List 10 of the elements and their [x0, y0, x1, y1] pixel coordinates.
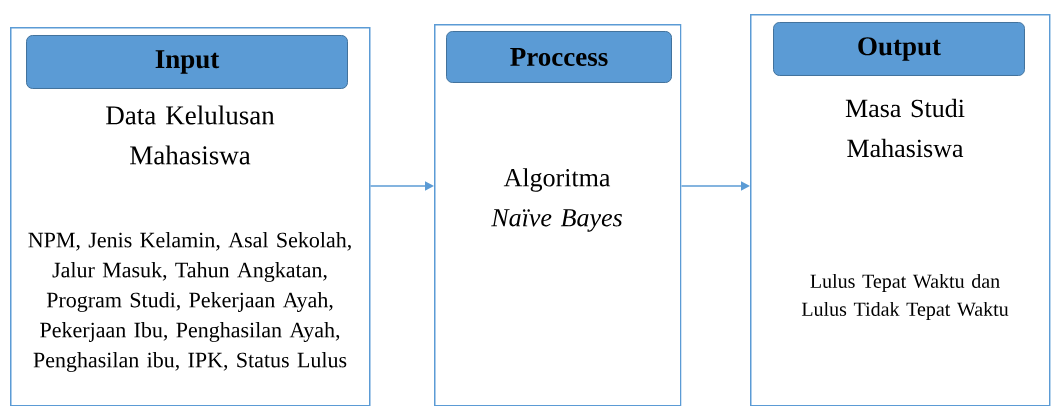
body-text: Algoritma Naïve Bayes	[491, 168, 622, 232]
heading-box: Proccess	[446, 31, 672, 83]
title-text: Data Kelulusan Mahasiswa	[106, 105, 275, 165]
body-text: Lulus Tepat Waktu dan Lulus Tidak Tepat Waktu	[801, 273, 1009, 321]
heading-box: Input	[26, 35, 348, 89]
title-text: Masa Studi Mahasiswa	[845, 98, 965, 158]
body-text: NPM, Jenis Kelamin, Asal Sekolah, Jalur Masuk, Tahun Angkatan, Program Studi, Pekerjaan Ayah, Pekerjaan Ibu, Penghasilan Ayah, Penghasilan ibu, IPK, Status Lulus	[28, 232, 351, 372]
arrow	[680, 181, 750, 191]
arrow	[369, 181, 434, 191]
heading-box: Output	[773, 22, 1025, 76]
